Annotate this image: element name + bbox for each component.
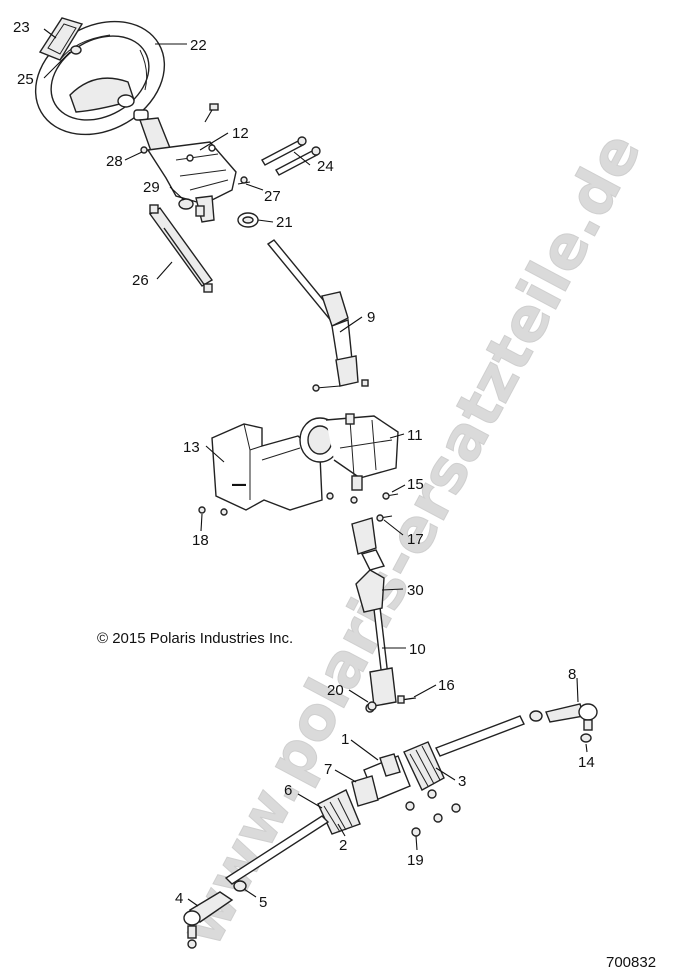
callout-23: 23: [13, 19, 30, 36]
nut-20: [367, 701, 377, 711]
callout-19: 19: [407, 852, 424, 869]
callout-4: 4: [175, 890, 183, 907]
leader-lines: [43, 28, 588, 907]
mount-screw-17: [376, 514, 393, 522]
callout-7: 7: [324, 761, 332, 778]
callout-26: 26: [132, 272, 149, 289]
callout-21: 21: [276, 214, 293, 231]
callout-15: 15: [407, 476, 424, 493]
callout-labels: 23 22 25 12 28 24 29 27 21 26 9 13 11 15…: [13, 19, 595, 911]
cover-screws: [198, 506, 228, 516]
callout-12: 12: [232, 125, 249, 142]
callout-16: 16: [438, 677, 455, 694]
callout-9: 9: [367, 309, 375, 326]
callout-25: 25: [17, 71, 34, 88]
callout-29: 29: [143, 179, 160, 196]
rack-mount-nuts: [405, 789, 461, 837]
callout-5: 5: [259, 894, 267, 911]
bracket-screw-27: [237, 176, 251, 185]
callout-13: 13: [183, 439, 200, 456]
copyright-notice: © 2015 Polaris Industries Inc.: [97, 630, 293, 647]
steering-column-bracket: [133, 109, 237, 223]
bracket-screw-top: [204, 103, 219, 123]
callout-17: 17: [407, 531, 424, 548]
bracket-screw-28: [140, 146, 148, 154]
callout-18: 18: [192, 532, 209, 549]
callout-14: 14: [578, 754, 595, 771]
bushing-29: [178, 198, 205, 217]
callout-20: 20: [327, 682, 344, 699]
tie-rod-end-right: [545, 703, 598, 731]
column-bolts: [261, 136, 321, 176]
tie-rod-end-left: [183, 891, 234, 949]
power-steering-unit: [299, 413, 399, 504]
callout-24: 24: [317, 158, 334, 175]
bolt-16: [397, 695, 417, 704]
gas-strut: [148, 204, 214, 293]
callout-30: 30: [407, 582, 424, 599]
bushing-21: [237, 212, 259, 228]
callout-22: 22: [190, 37, 207, 54]
svg-text:▬▬: ▬▬: [232, 481, 246, 488]
callout-27: 27: [264, 188, 281, 205]
callout-28: 28: [106, 153, 123, 170]
callout-1: 1: [341, 731, 349, 748]
horn-pad: [38, 17, 84, 61]
jam-nut-left: [233, 880, 247, 892]
jam-nut-right: [529, 710, 543, 722]
intermediate-shaft: [266, 239, 369, 392]
shaft-boot-plate: [355, 569, 385, 613]
callout-8: 8: [568, 666, 576, 683]
callout-3: 3: [458, 773, 466, 790]
nut-14: [580, 733, 592, 743]
diagram-id: 700832: [606, 954, 656, 971]
callout-6: 6: [284, 782, 292, 799]
steering-rack-assembly: [224, 715, 525, 885]
callout-2: 2: [339, 837, 347, 854]
wheel-nut: [70, 45, 82, 55]
callout-11: 11: [407, 427, 423, 444]
steering-wheel: [34, 20, 166, 136]
mount-screw-15: [382, 492, 399, 500]
callout-10: 10: [409, 641, 426, 658]
steering-gear-cover: ▬▬: [211, 423, 323, 511]
